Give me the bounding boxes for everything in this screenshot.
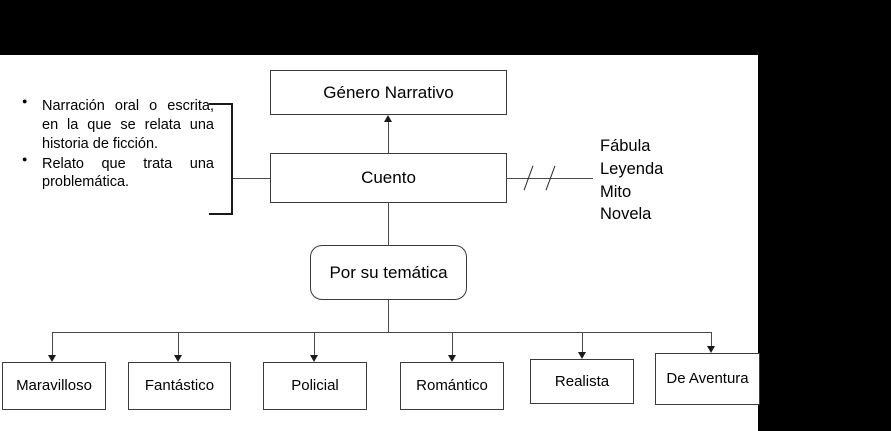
connector-cuento-to-genero: [388, 117, 389, 153]
node-theme-fantastico[interactable]: Fantástico: [128, 362, 231, 410]
connector-cuento-to-tematica: [388, 203, 389, 245]
connector-tematica-to-distributor: [388, 300, 389, 332]
node-genero-narrativo[interactable]: Género Narrativo: [270, 70, 507, 115]
arrow-down-romantico-icon: [448, 355, 456, 362]
related-term-fabula: Fábula: [600, 137, 651, 155]
node-theme-realista[interactable]: Realista: [530, 359, 634, 404]
related-term-novela: Novela: [600, 205, 652, 224]
definition-bracket-bottom-stub: [209, 213, 233, 215]
arrow-down-realista-icon: [578, 352, 586, 359]
drop-line-romantico: [452, 332, 453, 358]
related-terms-list: Fábula Leyenda Mito Novela: [600, 135, 663, 226]
definition-bracket-vertical: [231, 103, 233, 214]
node-theme-de-aventura[interactable]: De Aventura: [655, 353, 760, 405]
node-cuento[interactable]: Cuento: [270, 153, 507, 203]
drop-line-fantastico: [178, 332, 179, 358]
node-por-su-tematica[interactable]: Por su temática: [310, 245, 467, 300]
definition-bracket-top-stub: [209, 103, 233, 105]
definition-item-1: Narración oral o escrita, en la que se r…: [22, 96, 214, 154]
arrow-down-maravilloso-icon: [48, 355, 56, 362]
distributor-bar: [52, 332, 711, 333]
definition-list: Narración oral o escrita, en la que se r…: [22, 96, 214, 193]
drop-line-realista: [582, 332, 583, 354]
related-term-leyenda: Leyenda: [600, 159, 664, 178]
arrow-down-de-aventura-icon: [707, 346, 715, 353]
definition-item-2: Relato que trata una problemática.: [22, 154, 214, 193]
drop-line-maravilloso: [52, 332, 53, 358]
arrow-down-policial-icon: [310, 355, 318, 362]
related-term-mito: Mito: [600, 182, 632, 201]
diagram-canvas: Narración oral o escrita, en la que se r…: [0, 55, 760, 431]
connector-definitions-to-cuento: [232, 178, 271, 179]
drop-line-de-aventura: [711, 332, 712, 348]
drop-line-policial: [314, 332, 315, 358]
arrow-up-to-genero-icon: [384, 115, 392, 122]
node-theme-policial[interactable]: Policial: [263, 362, 367, 410]
node-theme-maravilloso[interactable]: Maravilloso: [2, 362, 106, 410]
connector-cuento-to-terms: [507, 178, 593, 179]
arrow-down-fantastico-icon: [174, 355, 182, 362]
node-theme-romantico[interactable]: Romántico: [400, 362, 504, 410]
